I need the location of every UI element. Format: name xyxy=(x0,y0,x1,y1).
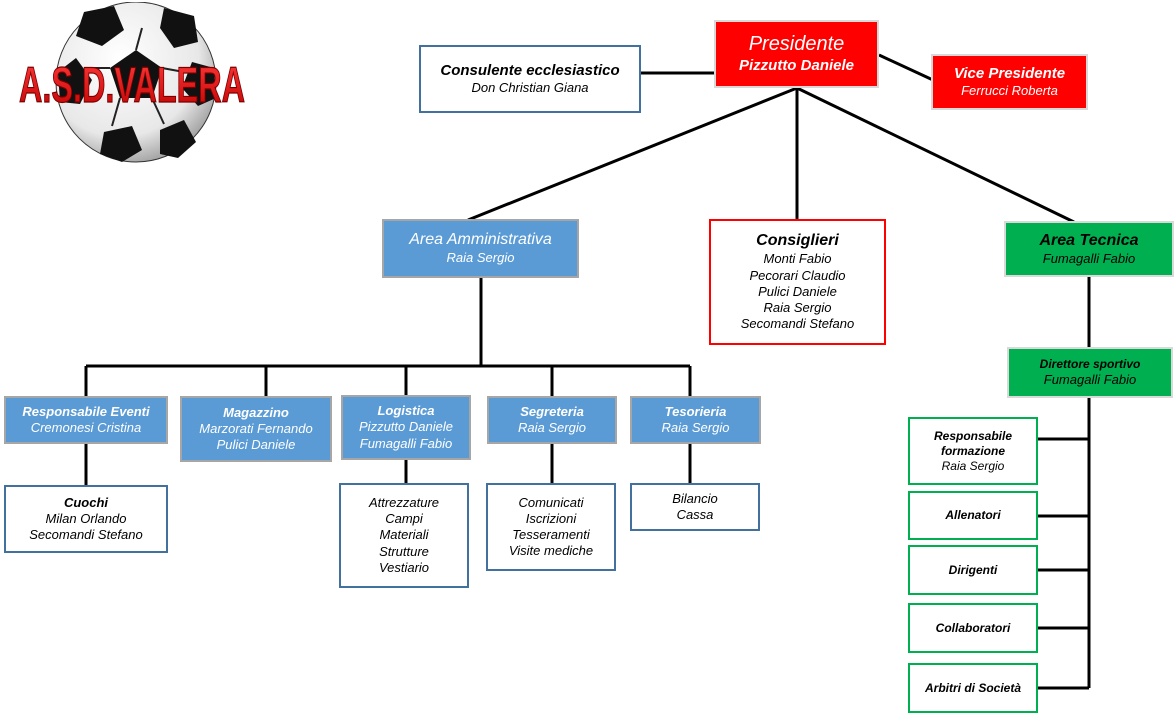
consiglieri-title: Consiglieri xyxy=(756,232,839,250)
box-allenatori: Allenatori xyxy=(908,491,1038,540)
formazione-title-1: Responsabile xyxy=(933,428,1013,443)
eventi-name: Cremonesi Cristina xyxy=(30,420,142,435)
cuochi-name-2: Secomandi Stefano xyxy=(29,527,143,543)
vice-title: Vice Presidente xyxy=(953,64,1066,82)
arbitri-title: Arbitri di Società xyxy=(924,680,1022,695)
logistica-name-2: Fumagalli Fabio xyxy=(359,435,453,451)
box-arbitri: Arbitri di Società xyxy=(908,663,1038,713)
box-segreteria: Segreteria Raia Sergio xyxy=(487,396,617,444)
logistica-item-4: Strutture xyxy=(379,543,429,559)
box-tesoreria-items: Bilancio Cassa xyxy=(630,483,760,531)
tesoreria-item-2: Cassa xyxy=(676,507,714,522)
consigliere-4: Raia Sergio xyxy=(763,300,832,316)
allenatori-title: Allenatori xyxy=(945,508,1001,522)
box-presidente: Presidente Pizzutto Daniele xyxy=(714,20,879,88)
box-dirigenti: Dirigenti xyxy=(908,545,1038,595)
presidente-title: Presidente xyxy=(748,33,845,56)
consigliere-3: Pulici Daniele xyxy=(758,283,837,299)
consigliere-2: Pecorari Claudio xyxy=(749,267,846,283)
box-collaboratori: Collaboratori xyxy=(908,603,1038,653)
magazzino-name-1: Marzorati Fernando xyxy=(199,420,313,436)
logistica-item-2: Campi xyxy=(385,511,423,527)
consulente-name: Don Christian Giana xyxy=(471,80,589,96)
box-direttore-sportivo: Direttore sportivo Fumagalli Fabio xyxy=(1007,347,1173,398)
logistica-title: Logistica xyxy=(377,403,435,419)
box-segreteria-items: Comunicati Iscrizioni Tesseramenti Visit… xyxy=(486,483,616,571)
box-logistica-items: Attrezzature Campi Materiali Strutture V… xyxy=(339,483,469,588)
segreteria-name: Raia Sergio xyxy=(518,420,586,435)
collaboratori-title: Collaboratori xyxy=(935,620,1011,635)
area-amministrativa-name: Raia Sergio xyxy=(446,250,515,266)
magazzino-title: Magazzino xyxy=(223,404,289,420)
area-tecnica-title: Area Tecnica xyxy=(1039,231,1139,249)
box-area-tecnica: Area Tecnica Fumagalli Fabio xyxy=(1004,221,1174,277)
segreteria-item-1: Comunicati xyxy=(518,494,584,510)
football-icon xyxy=(55,2,217,163)
formazione-title-2: formazione xyxy=(940,443,1005,458)
logistica-item-5: Vestiario xyxy=(378,559,430,575)
vice-name: Ferrucci Roberta xyxy=(961,83,1058,99)
box-cuochi: Cuochi Milan Orlando Secomandi Stefano xyxy=(4,485,168,553)
consigliere-5: Secomandi Stefano xyxy=(740,316,855,332)
segreteria-item-4: Visite mediche xyxy=(508,543,594,559)
tesoreria-title: Tesorieria xyxy=(664,403,727,419)
box-area-amministrativa: Area Amministrativa Raia Sergio xyxy=(382,219,579,278)
box-consiglieri: Consiglieri Monti Fabio Pecorari Claudio… xyxy=(709,219,886,345)
logistica-item-3: Materiali xyxy=(379,527,429,543)
tesoreria-name: Raia Sergio xyxy=(661,420,730,435)
consigliere-1: Monti Fabio xyxy=(763,251,832,267)
logistica-item-1: Attrezzature xyxy=(368,494,440,510)
box-tesorieria: Tesorieria Raia Sergio xyxy=(630,396,761,444)
box-responsabile-formazione: Responsabile formazione Raia Sergio xyxy=(908,417,1038,485)
segreteria-item-2: Iscrizioni xyxy=(525,510,577,526)
box-logistica: Logistica Pizzutto Daniele Fumagalli Fab… xyxy=(341,395,471,460)
area-amministrativa-title: Area Amministrativa xyxy=(409,231,552,249)
box-vice-presidente: Vice Presidente Ferrucci Roberta xyxy=(931,54,1088,110)
direttore-title: Direttore sportivo xyxy=(1039,356,1141,371)
area-tecnica-name: Fumagalli Fabio xyxy=(1042,250,1136,266)
box-consulente: Consulente ecclesiastico Don Christian G… xyxy=(419,45,641,113)
eventi-title: Responsabile Eventi xyxy=(22,403,150,419)
segreteria-item-3: Tesseramenti xyxy=(512,527,590,542)
box-magazzino: Magazzino Marzorati Fernando Pulici Dani… xyxy=(180,396,332,462)
segreteria-title: Segreteria xyxy=(520,403,584,419)
cuochi-name-1: Milan Orlando xyxy=(45,510,127,526)
box-responsabile-eventi: Responsabile Eventi Cremonesi Cristina xyxy=(4,396,168,444)
dirigenti-title: Dirigenti xyxy=(948,562,998,577)
logistica-name-1: Pizzutto Daniele xyxy=(359,419,453,435)
magazzino-name-2: Pulici Daniele xyxy=(216,437,296,453)
consulente-title: Consulente ecclesiastico xyxy=(440,61,620,79)
club-logo: A.S.D.VALERA xyxy=(18,2,246,163)
cuochi-title: Cuochi xyxy=(63,494,109,510)
presidente-name: Pizzutto Daniele xyxy=(738,57,854,75)
logo-text: A.S.D.VALERA xyxy=(19,57,245,113)
formazione-name: Raia Sergio xyxy=(941,458,1005,473)
tesoreria-item-1: Bilancio xyxy=(672,490,718,506)
direttore-name: Fumagalli Fabio xyxy=(1043,371,1137,387)
